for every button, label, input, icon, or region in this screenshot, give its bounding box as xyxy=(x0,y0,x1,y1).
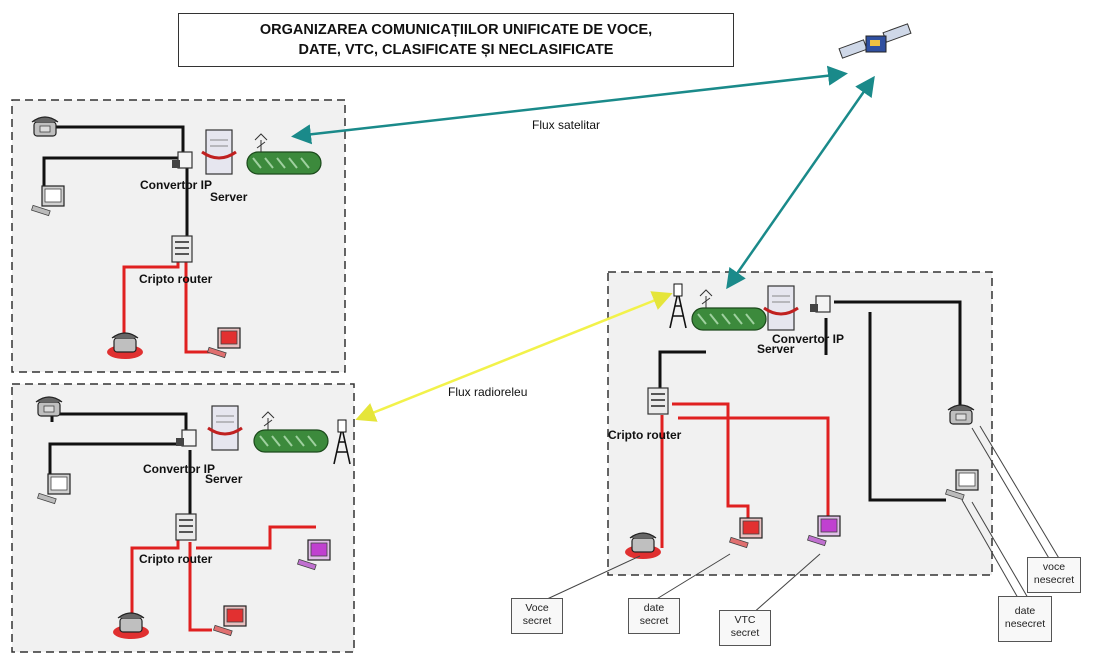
site-right-links xyxy=(658,300,962,548)
satellite-flow-label: Flux satelitar xyxy=(532,118,601,132)
radio-relay-flow-label: Flux radioreleu xyxy=(448,385,528,399)
server-label: Server xyxy=(210,190,248,204)
phone-icon xyxy=(947,404,975,425)
phone-icon xyxy=(35,396,63,417)
note-voce-secret: Voce secret xyxy=(511,598,563,634)
note-voce-nesecret: voce nesecret xyxy=(1027,557,1081,593)
note-date-nesecret: date nesecret xyxy=(998,596,1052,642)
phone-icon xyxy=(31,116,59,137)
cripto-router-label: Cripto router xyxy=(139,552,213,566)
crypto-router-icon xyxy=(171,235,193,263)
cripto-router-label: Cripto router xyxy=(608,428,682,442)
site-bottom-left-links xyxy=(48,412,316,632)
server-icon xyxy=(762,284,800,332)
server-label: Server xyxy=(757,342,795,356)
note-date-secret: date secret xyxy=(628,598,680,634)
convertor-ip-label: Convertor IP xyxy=(772,332,845,346)
satellite-link-right xyxy=(726,75,875,290)
title-line-2: DATE, VTC, CLASIFICATE ȘI NECLASIFICATE xyxy=(298,42,614,58)
cripto-router-label: Cripto router xyxy=(139,272,213,286)
server-icon xyxy=(200,128,238,176)
crypto-router-icon xyxy=(175,513,197,541)
convertor-ip-label: Convertor IP xyxy=(140,178,213,192)
radio-relay-link xyxy=(355,291,673,422)
diagram-title: ORGANIZAREA COMUNICAȚIILOR UNIFICATE DE … xyxy=(178,13,734,67)
satellite-icon xyxy=(838,23,912,59)
callout-lines xyxy=(544,425,1061,615)
title-line-1: ORGANIZAREA COMUNICAȚIILOR UNIFICATE DE … xyxy=(259,22,653,38)
server-icon xyxy=(206,404,244,452)
convertor-ip-label: Convertor IP xyxy=(143,462,216,476)
note-vtc-secret: VTC secret xyxy=(719,610,771,646)
site-right xyxy=(607,271,993,576)
server-label: Server xyxy=(205,472,243,486)
crypto-router-icon xyxy=(647,387,669,415)
